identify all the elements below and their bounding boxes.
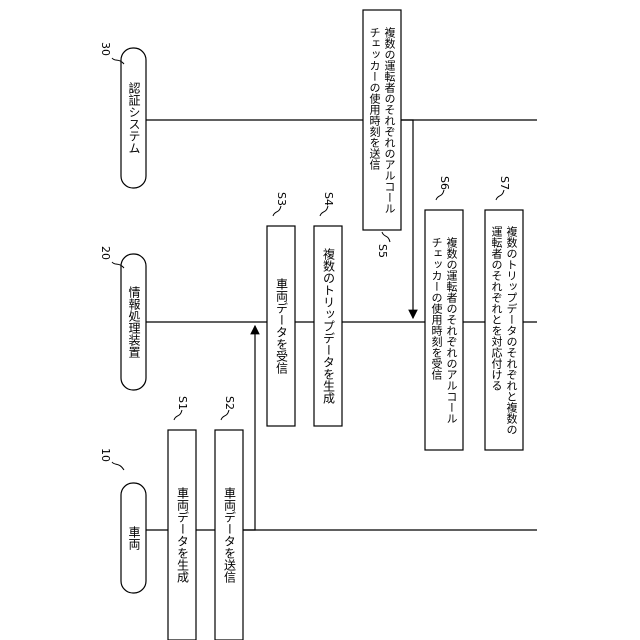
step-s1-text: 車両データを生成 (175, 487, 190, 583)
step-text-s5: 複数の運転者のそれぞれのアルコール チェッカーの使用時刻を送信 (363, 10, 401, 230)
ref-leader-s3 (273, 206, 281, 216)
lane-label-info-text: 情報処理装置 (126, 286, 141, 358)
lane-label-vehicle-text: 車両 (126, 526, 141, 550)
step-s4-text: 複数のトリップデータを生成 (321, 248, 336, 404)
arrow-s2-to-info (243, 326, 255, 530)
ref-leader-s5 (382, 232, 390, 242)
ref-leader-s2 (221, 410, 229, 420)
ref-leader-s6 (436, 190, 444, 200)
step-ref-s6: S6 (438, 176, 451, 190)
lane-label-info: 情報処理装置 (121, 254, 146, 390)
step-s2-text: 車両データを送信 (222, 487, 237, 583)
step-text-s1: 車両データを生成 (168, 430, 196, 640)
lane-label-vehicle: 車両 (121, 483, 146, 593)
step-text-s4: 複数のトリップデータを生成 (314, 226, 342, 426)
step-s5-text: 複数の運転者のそれぞれのアルコール チェッカーの使用時刻を送信 (367, 27, 397, 214)
step-ref-s2: S2 (223, 396, 236, 410)
arrow-s5-to-info (401, 120, 413, 318)
step-ref-s1: S1 (176, 396, 189, 410)
step-s7-text: 複数のトリップデータのそれぞれと複数の 運転者のそれぞれとを対応付ける (489, 226, 519, 435)
lane-label-auth: 認証システム (121, 48, 146, 188)
step-text-s7: 複数のトリップデータのそれぞれと複数の 運転者のそれぞれとを対応付ける (485, 210, 523, 450)
step-ref-s7: S7 (498, 176, 511, 190)
lane-label-auth-text: 認証システム (126, 82, 141, 154)
lane-ref-info: 20 (99, 246, 112, 260)
ref-leader-s1 (174, 410, 182, 420)
step-text-s6: 複数の運転者のそれぞれのアルコール チェッカーの使用時刻を受信 (425, 210, 463, 450)
step-text-s2: 車両データを送信 (215, 430, 243, 640)
lane-ref-auth: 30 (99, 42, 112, 56)
ref-leader-s7 (496, 190, 504, 200)
step-ref-s5: S5 (376, 244, 389, 258)
step-s6-text: 複数の運転者のそれぞれのアルコール チェッカーの使用時刻を受信 (429, 237, 459, 424)
ref-leader-s4 (320, 206, 328, 216)
ref-leader-vehicle (112, 462, 124, 470)
step-ref-s3: S3 (275, 192, 288, 206)
lane-ref-vehicle: 10 (99, 448, 112, 462)
step-s3-text: 車両データを受信 (274, 278, 289, 374)
step-text-s3: 車両データを受信 (267, 226, 295, 426)
step-ref-s4: S4 (322, 192, 335, 206)
